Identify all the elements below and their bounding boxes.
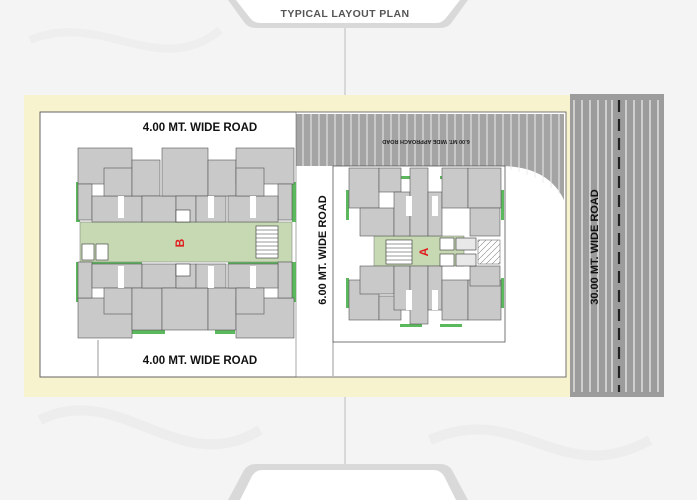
block-b-site — [39, 111, 297, 378]
block-a-building — [346, 167, 504, 327]
block-b-building — [76, 147, 296, 339]
page-title: TYPICAL LAYOUT PLAN — [281, 8, 410, 20]
block-a-boundary — [332, 165, 506, 343]
approach-road-label: 6.00 MT. WIDE APPROACH ROAD — [382, 138, 470, 144]
road-label-right: 30.00 MT. WIDE ROAD — [589, 189, 601, 305]
background-pattern — [28, 26, 653, 461]
approach-road-stripes — [302, 114, 560, 194]
footer-tab-inner — [240, 470, 456, 500]
road-label-bottom: 4.00 MT. WIDE ROAD — [143, 355, 257, 367]
approach-road — [296, 114, 564, 200]
road-label-middle: 6.00 MT. WIDE ROAD — [317, 195, 329, 304]
road-label-top: 4.00 MT. WIDE ROAD — [143, 122, 257, 134]
main-road-30m — [570, 94, 664, 397]
block-a-label: A — [417, 247, 431, 256]
block-b-label: B — [173, 238, 187, 247]
road-stripes — [573, 100, 659, 392]
header-tab-inner — [236, 0, 460, 23]
